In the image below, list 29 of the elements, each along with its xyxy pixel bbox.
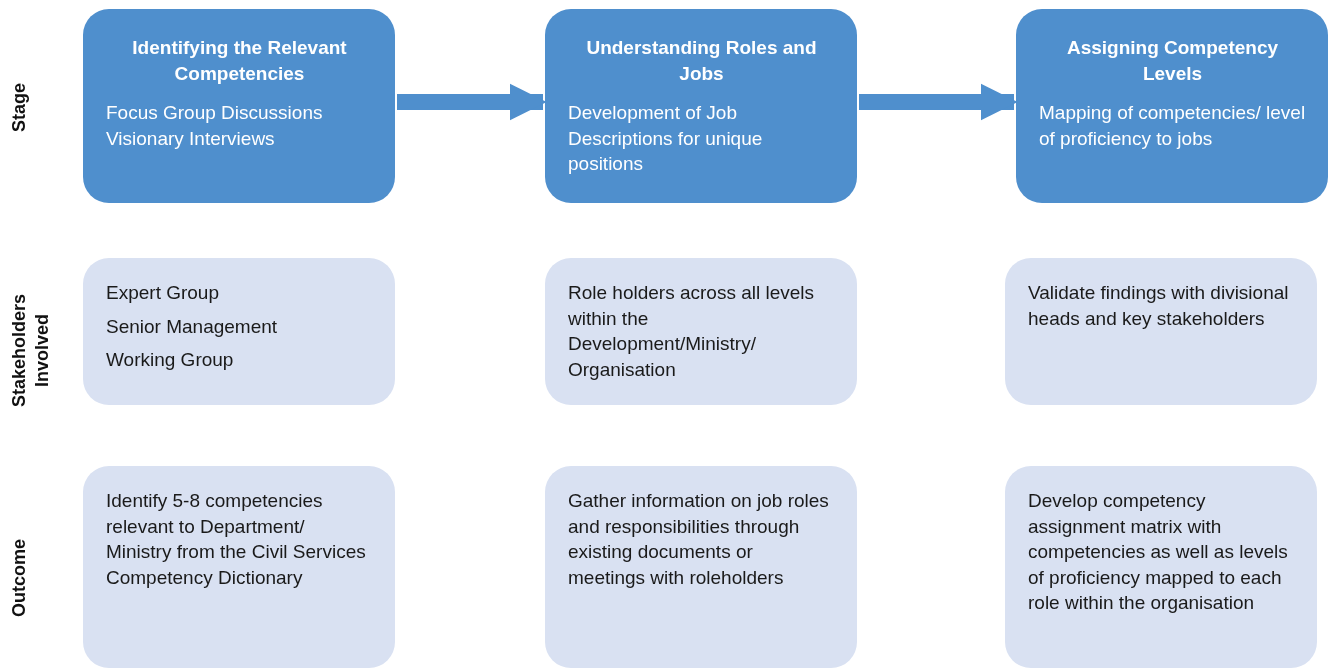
stage-box [1016,9,1328,203]
box-text: Working Group [106,348,235,372]
info-box [545,466,857,668]
row-label: Stage [8,82,30,134]
info-box [1005,466,1317,668]
row-label: Outcome [8,537,30,619]
stage-box [545,9,857,203]
box-text: Role holders across all levels within the Development/Ministry/ Organisation [568,281,816,382]
arrow [859,83,1018,121]
box-text: Visionary Interviews [106,126,276,151]
arrow [397,83,547,121]
box-text: Validate findings with divisional heads and key stakeholders [1028,281,1290,331]
box-text: Identify 5-8 competencies relevant to Department/ Ministry from the Civil Services Competency Dictionary [106,489,367,590]
box-text: Expert Group [106,281,220,305]
info-box [545,258,857,405]
box-text: Gather information on job roles and responsibilities through existing documents or meetings with roleholders [568,489,830,590]
row-label: Stakeholders Involved [8,293,53,410]
stage-box [83,9,395,203]
stage-title: Identifying the Relevant Competencies [131,36,348,86]
box-text: Develop competency assignment matrix with competencies as well as levels of proficiency mapped to each role within the organisation [1028,489,1289,615]
stage-title: Understanding Roles and Jobs [585,36,818,86]
box-text: Senior Management [106,314,279,339]
info-box [1005,258,1317,405]
box-text: Development of Job Descriptions for unique positions [568,101,764,176]
info-box [83,466,395,668]
box-text: Mapping of competencies/ level of proficiency to jobs [1039,101,1306,151]
info-box [83,258,395,405]
box-text: Focus Group Discussions [106,101,324,125]
stage-title: Assigning Competency Levels [1065,36,1280,86]
